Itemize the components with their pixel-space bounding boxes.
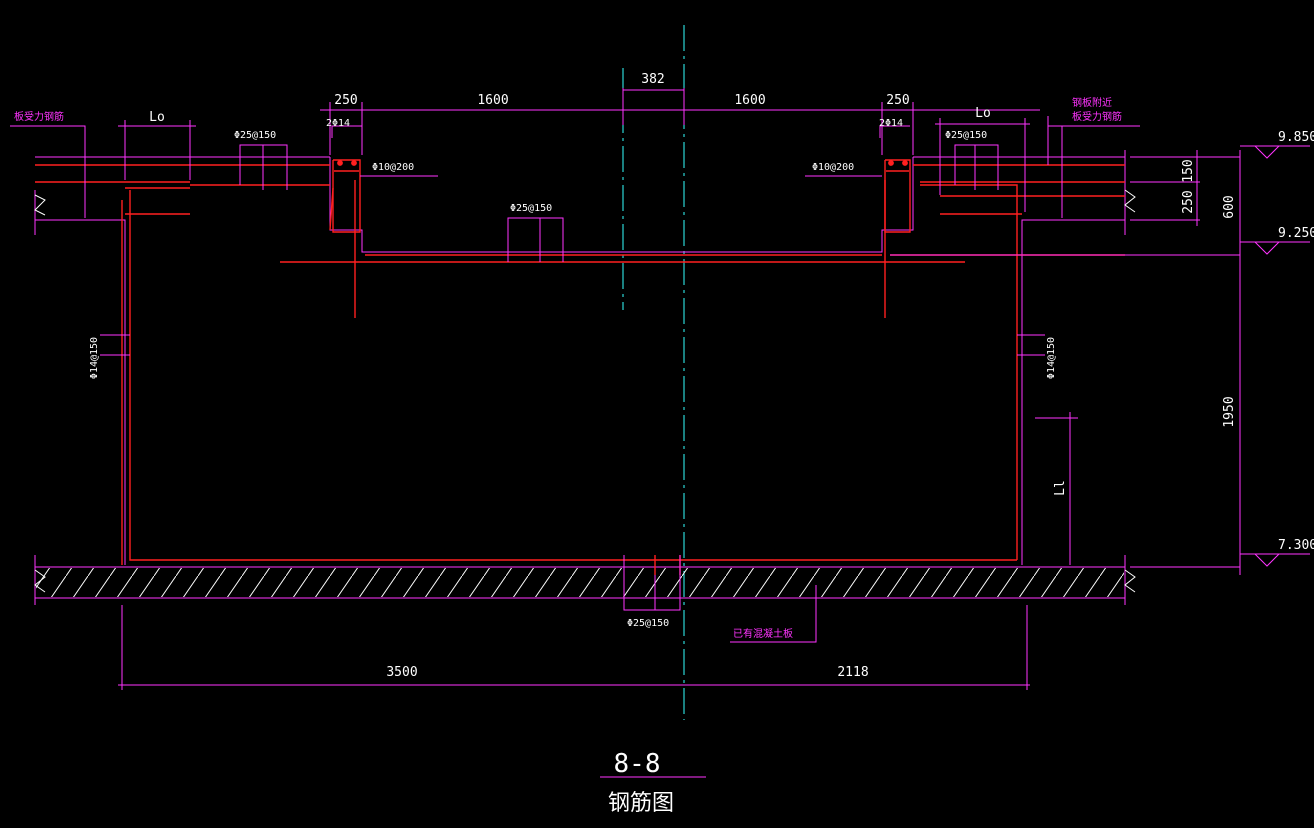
- dim-600: 600: [1222, 195, 1237, 218]
- drawing-subtitle: 钢筋图: [608, 791, 674, 816]
- dim-2118: 2118: [837, 665, 868, 680]
- note-top-left-bar: Φ25@150: [234, 130, 276, 141]
- dim-250-left: 250: [334, 93, 357, 108]
- note-stirrup-left: Φ10@200: [372, 162, 414, 173]
- dim-1950: 1950: [1222, 396, 1237, 427]
- dim-1600-right: 1600: [734, 93, 765, 108]
- dim-382: 382: [641, 72, 664, 87]
- note-stirrup-right: Φ10@200: [812, 162, 854, 173]
- rebar-lines: [35, 159, 1125, 575]
- elevation-mid: 9.250: [1278, 226, 1314, 241]
- dim-lo-right: Lo: [975, 106, 991, 121]
- dim-lo-left: Lo: [149, 110, 165, 125]
- dim-ll: Ll: [1053, 480, 1068, 496]
- dim-250-right: 250: [886, 93, 909, 108]
- note-slab-mid: Φ25@150: [510, 203, 552, 214]
- note-bottom-center: Φ25@150: [627, 618, 669, 629]
- label-right-slab-2: 板受力钢筋: [1072, 110, 1122, 123]
- label-existing-slab: 已有混凝土板: [733, 627, 793, 640]
- label-right-slab-1: 钢板附近: [1072, 96, 1112, 109]
- existing-slab-hatch: [36, 568, 1124, 597]
- note-beam-left: 2Φ14: [326, 118, 350, 129]
- note-beam-right: 2Φ14: [879, 118, 903, 129]
- dim-1600-left: 1600: [477, 93, 508, 108]
- note-top-right-bar: Φ25@150: [945, 130, 987, 141]
- elevation-bottom: 7.300: [1278, 538, 1314, 553]
- dim-3500: 3500: [386, 665, 417, 680]
- note-wall-left: Φ14@150: [89, 337, 100, 379]
- break-marks: [34, 189, 1136, 593]
- label-left-slab: 板受力钢筋: [14, 110, 64, 123]
- dim-250-vert: 250: [1181, 190, 1196, 213]
- note-wall-right: Φ14@150: [1046, 337, 1057, 379]
- drawing-title: 8-8: [614, 749, 661, 779]
- concrete-outline: [34, 150, 1126, 605]
- elevation-top: 9.850: [1278, 130, 1314, 145]
- dim-150: 150: [1181, 159, 1196, 182]
- dimension-lines: [10, 88, 1310, 778]
